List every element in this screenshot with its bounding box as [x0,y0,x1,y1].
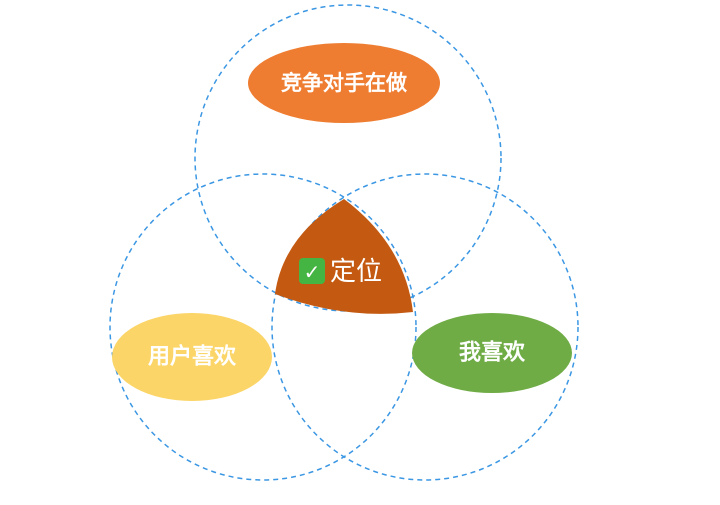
users-ellipse [112,313,272,401]
intersection-shape [275,199,413,314]
circle-right [271,173,579,481]
check-icon: ✓ [299,258,325,284]
me-ellipse [412,313,572,393]
circle-top [194,4,502,312]
intersection-label: 定位 [330,257,382,287]
circle-left [109,173,417,481]
me-label: 我喜欢 [459,340,526,366]
svg-text:✓: ✓ [304,260,321,284]
competitors-ellipse [248,43,440,123]
users-label: 用户喜欢 [148,344,237,370]
competitors-label: 竞争对手在做 [281,71,407,95]
